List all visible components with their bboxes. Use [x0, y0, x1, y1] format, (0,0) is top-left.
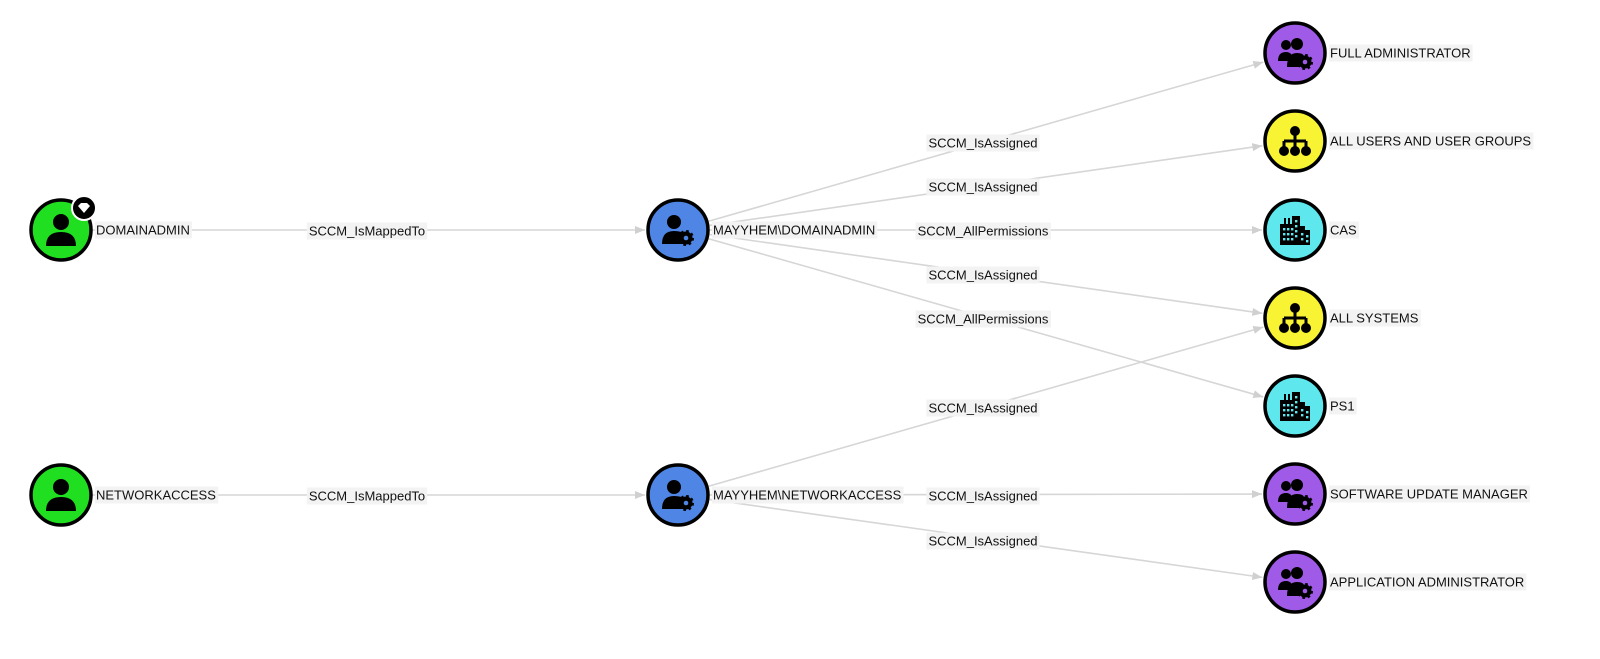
building-icon — [1280, 392, 1310, 421]
node-label[interactable]: ALL SYSTEMS — [1329, 309, 1421, 327]
node-label-text: DOMAINADMIN — [96, 223, 190, 238]
node-label-background — [712, 486, 904, 504]
node-label-background — [1329, 44, 1473, 62]
node-networkaccess[interactable]: NETWORKACCESS — [29, 463, 219, 527]
node-mayyhem-domainadmin[interactable]: MAYYHEM\DOMAINADMIN — [646, 198, 878, 262]
user-icon — [46, 214, 76, 246]
node-label-text: ALL USERS AND USER GROUPS — [1330, 134, 1531, 149]
node-label-text: PS1 — [1330, 399, 1355, 414]
node-label-text: MAYYHEM\DOMAINADMIN — [713, 223, 875, 238]
building-icon — [1280, 216, 1310, 245]
node-circle — [646, 463, 710, 527]
edge-label-text: SCCM_IsAssigned — [928, 489, 1037, 504]
node-label-background — [712, 221, 878, 239]
node-application-administrator[interactable]: APPLICATION ADMINISTRATOR — [1263, 550, 1527, 614]
edge-label-background — [306, 222, 428, 240]
users-gear-icon — [1278, 38, 1313, 70]
node-label-background — [1329, 132, 1534, 150]
edge-label-background — [926, 532, 1040, 550]
node-label[interactable]: DOMAINADMIN — [95, 221, 192, 239]
node-software-update-manager[interactable]: SOFTWARE UPDATE MANAGER — [1263, 462, 1530, 526]
node-circle — [1263, 462, 1327, 526]
edge-label[interactable]: SCCM_AllPermissions — [915, 222, 1051, 240]
diamond-icon — [71, 195, 97, 221]
edge-label-background — [926, 266, 1040, 284]
node-all-systems[interactable]: ALL SYSTEMS — [1263, 286, 1421, 350]
user-gear-icon — [662, 215, 694, 246]
node-label[interactable]: SOFTWARE UPDATE MANAGER — [1329, 485, 1530, 503]
edge-label-text: SCCM_IsMappedTo — [309, 224, 425, 239]
node-label-background — [1329, 397, 1357, 415]
edge-label[interactable]: SCCM_AllPermissions — [915, 310, 1051, 328]
edge-label-text: SCCM_AllPermissions — [918, 224, 1049, 239]
node-label-text: FULL ADMINISTRATOR — [1330, 46, 1471, 61]
edge-label-text: SCCM_IsAssigned — [928, 180, 1037, 195]
hierarchy-icon — [1279, 303, 1311, 333]
node-circle — [1263, 550, 1327, 614]
edge-label[interactable]: SCCM_IsAssigned — [926, 399, 1040, 417]
node-label-background — [95, 221, 192, 239]
node-label-background — [1329, 221, 1360, 239]
edge-label[interactable]: SCCM_IsAssigned — [926, 532, 1040, 550]
edge-label[interactable]: SCCM_IsMappedTo — [306, 487, 428, 505]
edge-label-background — [926, 178, 1040, 196]
user-gear-icon — [662, 480, 694, 511]
edge-label-text: SCCM_IsAssigned — [928, 136, 1037, 151]
node-label-text: NETWORKACCESS — [96, 488, 216, 503]
hierarchy-icon — [1279, 126, 1311, 156]
node-label-background — [1329, 573, 1527, 591]
edge-label-background — [915, 222, 1051, 240]
edge-label-text: SCCM_AllPermissions — [918, 312, 1049, 327]
edge-label[interactable]: SCCM_IsAssigned — [926, 178, 1040, 196]
edge-label[interactable]: SCCM_IsAssigned — [926, 266, 1040, 284]
node-label[interactable]: MAYYHEM\NETWORKACCESS — [712, 486, 904, 504]
node-circle — [646, 198, 710, 262]
node-circle — [1263, 21, 1327, 85]
node-label-text: CAS — [1330, 223, 1357, 238]
node-label-background — [95, 486, 219, 504]
node-label[interactable]: PS1 — [1329, 397, 1357, 415]
node-label[interactable]: FULL ADMINISTRATOR — [1329, 44, 1473, 62]
node-label[interactable]: NETWORKACCESS — [95, 486, 219, 504]
node-cas[interactable]: CAS — [1263, 198, 1360, 262]
node-all-users-and-user-groups[interactable]: ALL USERS AND USER GROUPS — [1263, 109, 1534, 173]
edge-label-text: SCCM_IsMappedTo — [309, 489, 425, 504]
node-label-text: ALL SYSTEMS — [1330, 311, 1419, 326]
node-ps1[interactable]: PS1 — [1263, 374, 1357, 438]
users-gear-icon — [1278, 567, 1313, 599]
node-label[interactable]: ALL USERS AND USER GROUPS — [1329, 132, 1534, 150]
edge-label[interactable]: SCCM_IsAssigned — [926, 134, 1040, 152]
node-label[interactable]: APPLICATION ADMINISTRATOR — [1329, 573, 1527, 591]
node-label-text: APPLICATION ADMINISTRATOR — [1330, 575, 1524, 590]
users-gear-icon — [1278, 479, 1313, 511]
edge-label-background — [926, 134, 1040, 152]
edge-label-text: SCCM_IsAssigned — [928, 268, 1037, 283]
node-label-background — [1329, 309, 1421, 327]
user-icon — [46, 479, 76, 511]
edge-label-background — [915, 310, 1051, 328]
node-label[interactable]: CAS — [1329, 221, 1360, 239]
node-label-text: SOFTWARE UPDATE MANAGER — [1330, 487, 1528, 502]
edge-label[interactable]: SCCM_IsMappedTo — [306, 222, 428, 240]
edge-label-text: SCCM_IsAssigned — [928, 534, 1037, 549]
edge-label-background — [926, 487, 1040, 505]
node-label-text: MAYYHEM\NETWORKACCESS — [713, 488, 902, 503]
node-domainadmin[interactable]: DOMAINADMIN — [29, 195, 192, 262]
edge-label-background — [306, 487, 428, 505]
node-mayyhem-networkaccess[interactable]: MAYYHEM\NETWORKACCESS — [646, 463, 904, 527]
edge-label[interactable]: SCCM_IsAssigned — [926, 487, 1040, 505]
edge-label-background — [926, 399, 1040, 417]
node-label[interactable]: MAYYHEM\DOMAINADMIN — [712, 221, 878, 239]
node-full-administrator[interactable]: FULL ADMINISTRATOR — [1263, 21, 1473, 85]
edge-label-text: SCCM_IsAssigned — [928, 401, 1037, 416]
node-label-background — [1329, 485, 1530, 503]
